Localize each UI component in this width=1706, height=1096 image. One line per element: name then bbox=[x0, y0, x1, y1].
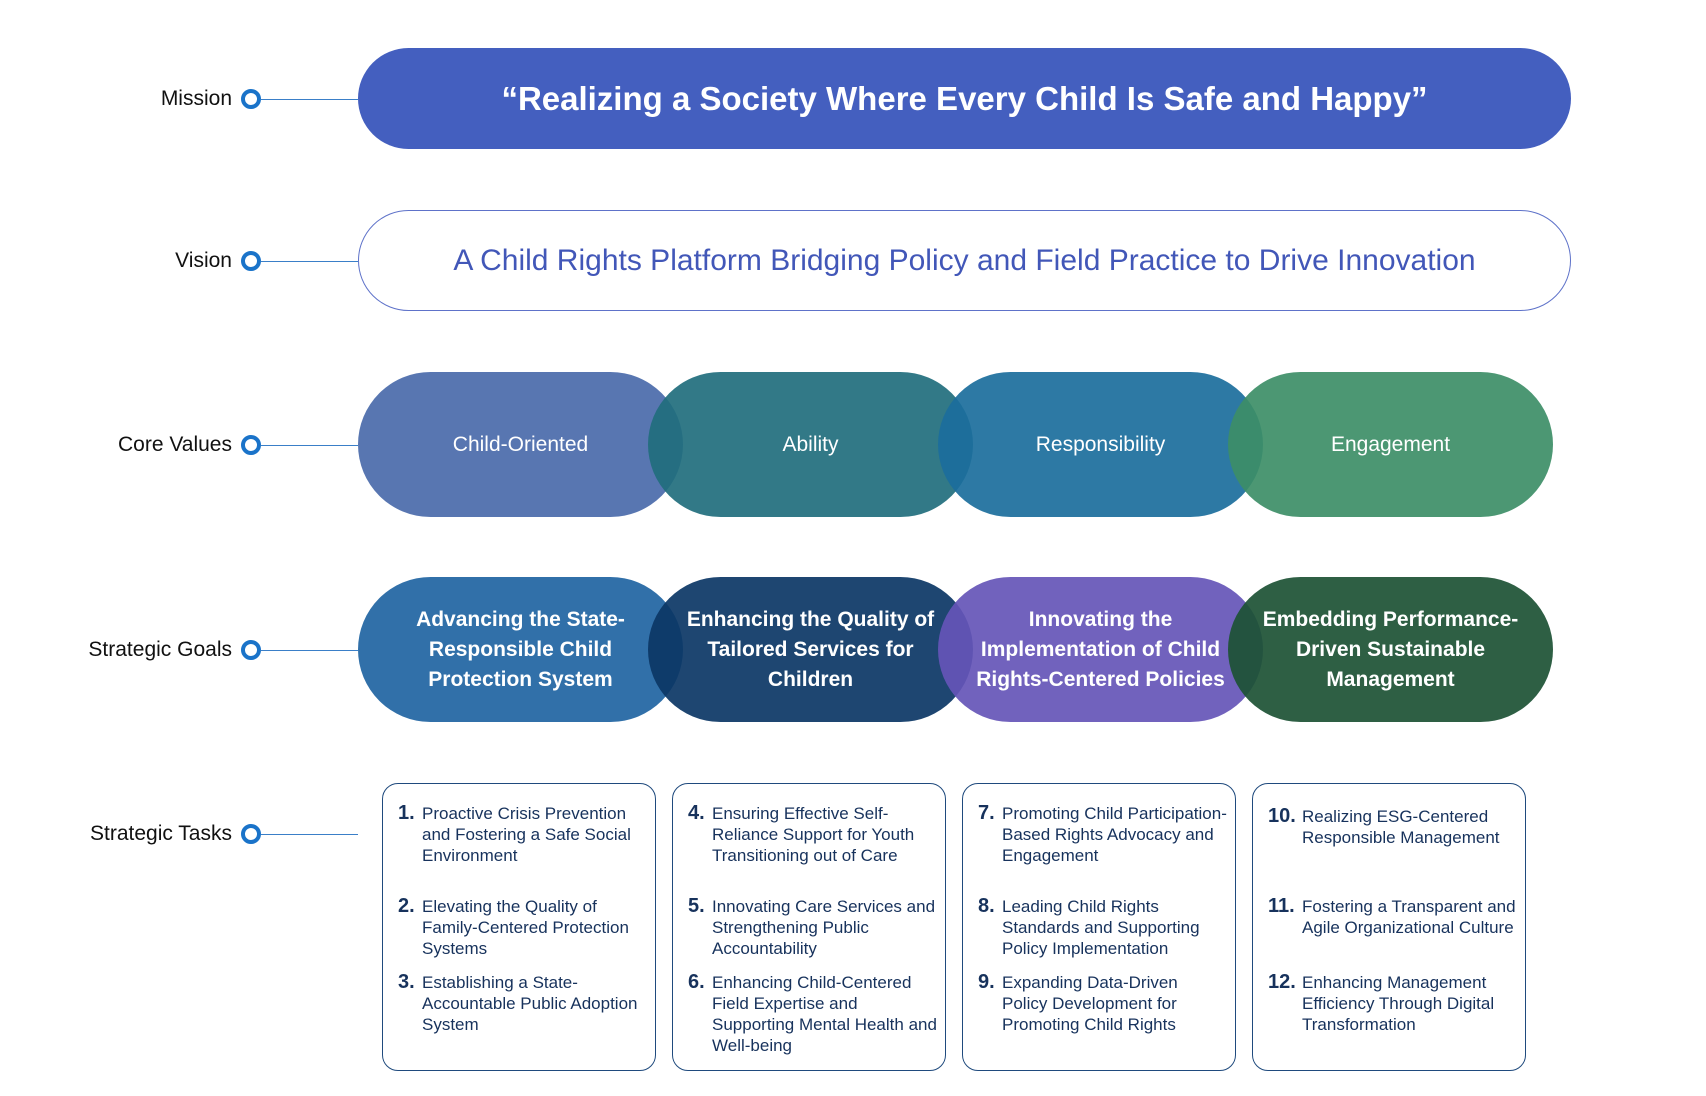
task-number: 3. bbox=[398, 971, 415, 993]
task-number: 2. bbox=[398, 895, 415, 917]
vision-pill: A Child Rights Platform Bridging Policy … bbox=[358, 210, 1571, 311]
row-label-strategic-tasks: Strategic Tasks bbox=[89, 822, 232, 845]
task-number: 7. bbox=[978, 802, 995, 824]
task-text: Enhancing Management Efficiency Through … bbox=[1302, 973, 1495, 1034]
task-group-4: 10. Realizing ESG-Centered Responsible M… bbox=[1252, 783, 1526, 1071]
task-number: 6. bbox=[688, 971, 705, 993]
task-text: Elevating the Quality of Family-Centered… bbox=[422, 897, 629, 958]
task-text: Expanding Data-Driven Policy Development… bbox=[1002, 973, 1178, 1034]
task-number: 8. bbox=[978, 895, 995, 917]
row-label-vision: Vision bbox=[175, 249, 232, 272]
mission-marker-icon bbox=[241, 89, 261, 109]
task-number: 1. bbox=[398, 802, 415, 824]
mission-pill: “Realizing a Society Where Every Child I… bbox=[358, 48, 1571, 149]
task-item: 11. Fostering a Transparent and Agile Or… bbox=[1268, 896, 1517, 938]
strategic-goals-connector bbox=[261, 650, 358, 651]
task-group-3: 7. Promoting Child Participation-Based R… bbox=[962, 783, 1236, 1071]
core-value-label: Ability bbox=[782, 432, 839, 456]
task-text: Promoting Child Participation-Based Righ… bbox=[1002, 804, 1227, 865]
task-text: Enhancing Child-Centered Field Expertise… bbox=[712, 973, 937, 1055]
strategic-tasks-connector bbox=[261, 834, 358, 835]
core-value-ability: Ability bbox=[648, 372, 973, 517]
vision-text: A Child Rights Platform Bridging Policy … bbox=[453, 243, 1476, 277]
task-number: 12. bbox=[1268, 971, 1296, 993]
strategic-goal-label: Enhancing the Quality of Tailored Servic… bbox=[686, 607, 935, 691]
core-value-label: Engagement bbox=[1330, 432, 1451, 456]
task-group-1: 1. Proactive Crisis Prevention and Foste… bbox=[382, 783, 656, 1071]
row-label-strategic-goals: Strategic Goals bbox=[88, 638, 232, 661]
core-value-engagement: Engagement bbox=[1228, 372, 1553, 517]
task-text: Establishing a State-Accountable Public … bbox=[422, 973, 638, 1034]
task-number: 9. bbox=[978, 971, 995, 993]
task-item: 1. Proactive Crisis Prevention and Foste… bbox=[398, 803, 647, 866]
core-value-label: Child-Oriented bbox=[452, 432, 589, 456]
row-label-mission: Mission bbox=[160, 87, 232, 110]
task-text: Leading Child Rights Standards and Suppo… bbox=[1002, 897, 1200, 958]
task-item: 10. Realizing ESG-Centered Responsible M… bbox=[1268, 806, 1517, 848]
mission-text: “Realizing a Society Where Every Child I… bbox=[501, 79, 1428, 117]
strategic-goal-3: Innovating the Implementation of Child R… bbox=[938, 577, 1263, 722]
mission-connector bbox=[261, 99, 358, 100]
task-text: Proactive Crisis Prevention and Fosterin… bbox=[422, 804, 631, 865]
task-item: 2. Elevating the Quality of Family-Cente… bbox=[398, 896, 647, 959]
task-item: 5. Innovating Care Services and Strength… bbox=[688, 896, 937, 959]
task-number: 10. bbox=[1268, 805, 1296, 827]
task-item: 7. Promoting Child Participation-Based R… bbox=[978, 803, 1227, 866]
task-number: 5. bbox=[688, 895, 705, 917]
task-item: 3. Establishing a State-Accountable Publ… bbox=[398, 972, 647, 1035]
strategic-goal-label: Advancing the State-Responsible Child Pr… bbox=[416, 607, 625, 691]
vision-connector bbox=[261, 261, 358, 262]
strategic-goal-1: Advancing the State-Responsible Child Pr… bbox=[358, 577, 683, 722]
strategic-goal-label: Embedding Performance-Driven Sustainable… bbox=[1262, 607, 1519, 691]
task-group-2: 4. Ensuring Effective Self-Reliance Supp… bbox=[672, 783, 946, 1071]
vision-marker-icon bbox=[241, 251, 261, 271]
task-item: 12. Enhancing Management Efficiency Thro… bbox=[1268, 972, 1517, 1035]
task-number: 11. bbox=[1268, 895, 1295, 917]
task-text: Fostering a Transparent and Agile Organi… bbox=[1302, 897, 1516, 937]
strategic-goal-4: Embedding Performance-Driven Sustainable… bbox=[1228, 577, 1553, 722]
task-number: 4. bbox=[688, 802, 705, 824]
core-value-label: Responsibility bbox=[1035, 432, 1166, 456]
core-value-child-oriented: Child-Oriented bbox=[358, 372, 683, 517]
task-item: 9. Expanding Data-Driven Policy Developm… bbox=[978, 972, 1227, 1035]
strategic-goal-2: Enhancing the Quality of Tailored Servic… bbox=[648, 577, 973, 722]
task-text: Realizing ESG-Centered Responsible Manag… bbox=[1302, 807, 1500, 847]
task-text: Ensuring Effective Self-Reliance Support… bbox=[712, 804, 915, 865]
row-label-core-values: Core Values bbox=[117, 433, 232, 456]
task-item: 8. Leading Child Rights Standards and Su… bbox=[978, 896, 1227, 959]
strategic-goals-marker-icon bbox=[241, 640, 261, 660]
core-value-responsibility: Responsibility bbox=[938, 372, 1263, 517]
strategic-goal-label: Innovating the Implementation of Child R… bbox=[976, 607, 1225, 691]
task-item: 4. Ensuring Effective Self-Reliance Supp… bbox=[688, 803, 937, 866]
core-values-marker-icon bbox=[241, 435, 261, 455]
task-item: 6. Enhancing Child-Centered Field Expert… bbox=[688, 972, 937, 1056]
core-values-connector bbox=[261, 445, 358, 446]
strategic-tasks-marker-icon bbox=[241, 824, 261, 844]
task-text: Innovating Care Services and Strengtheni… bbox=[712, 897, 936, 958]
